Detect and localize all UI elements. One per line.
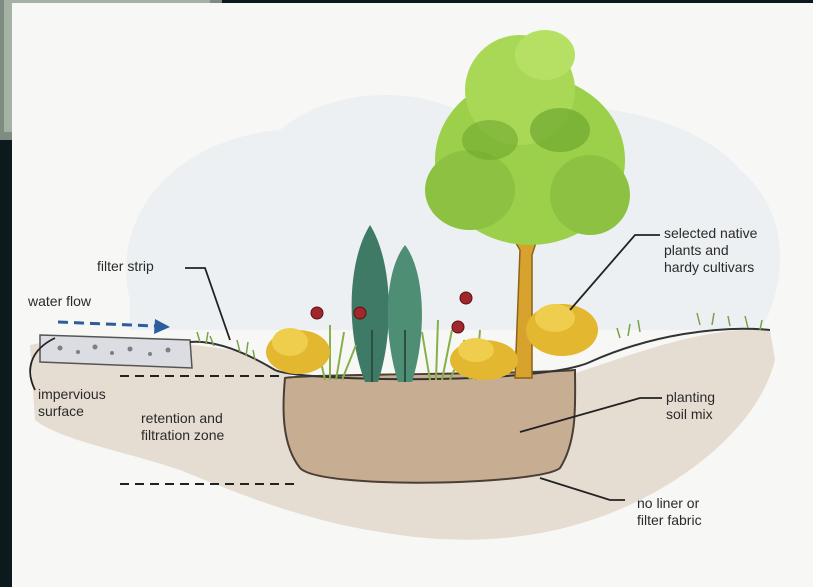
label-retention-line1: retention and (141, 410, 224, 427)
label-filter-strip-text: filter strip (97, 258, 154, 275)
label-no-liner-line2: filter fabric (637, 512, 702, 529)
label-no-liner: no liner or filter fabric (637, 495, 702, 529)
label-soil-line2: soil mix (666, 406, 715, 423)
label-native-line1: selected native (664, 225, 757, 242)
label-native-line2: plants and (664, 242, 757, 259)
label-retention-line2: filtration zone (141, 427, 224, 444)
label-impervious-line1: impervious (38, 386, 106, 403)
label-water-flow-text: water flow (28, 293, 91, 310)
label-impervious-line2: surface (38, 403, 106, 420)
label-native-plants: selected native plants and hardy cultiva… (664, 225, 757, 276)
planting-soil-bed (284, 370, 576, 483)
label-impervious-surface: impervious surface (38, 386, 106, 420)
label-soil-line1: planting (666, 389, 715, 406)
label-no-liner-line1: no liner or (637, 495, 702, 512)
label-planting-soil-mix: planting soil mix (666, 389, 715, 423)
label-water-flow: water flow (28, 293, 91, 310)
label-filter-strip: filter strip (97, 258, 154, 275)
label-retention-zone: retention and filtration zone (141, 410, 224, 444)
label-native-line3: hardy cultivars (664, 259, 757, 276)
